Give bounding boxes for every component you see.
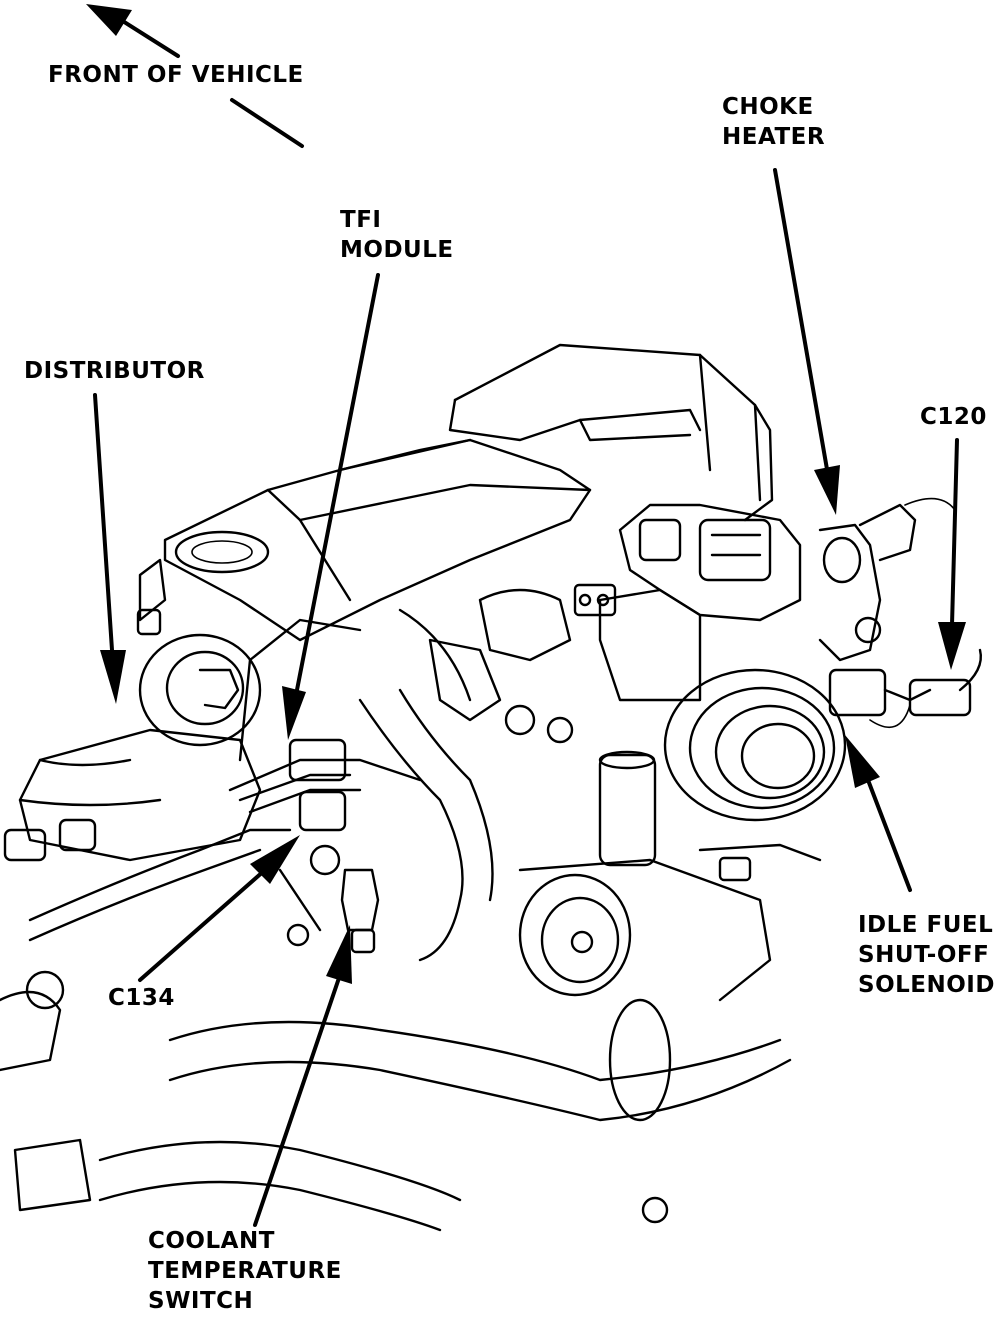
valve-cover <box>136 438 592 642</box>
arrow-up-left-icon <box>86 4 304 148</box>
distributor <box>3 633 262 862</box>
coolant-switch-body <box>278 844 380 954</box>
label-distributor: DISTRIBUTOR <box>24 358 205 384</box>
label-choke-heater: CHOKE HEATER <box>722 94 826 150</box>
label-coolant-temperature-switch: COOLANT TEMPERATURE SWITCH <box>148 1228 342 1314</box>
label-tfi-module: TFI MODULE <box>340 207 454 263</box>
water-pump-pulley <box>518 858 772 1122</box>
label-idle-fuel-shut-off-solenoid: IDLE FUEL SHUT-OFF SOLENOID <box>858 912 995 998</box>
carburetor <box>573 497 956 702</box>
label-c120: C120 <box>920 404 987 430</box>
air-cleaner <box>448 343 774 522</box>
engine-block-misc <box>0 588 669 1224</box>
label-front-of-vehicle: FRONT OF VEHICLE <box>48 62 304 88</box>
label-c134: C134 <box>108 985 175 1011</box>
wiring-harness <box>28 738 422 942</box>
fan-pulley <box>663 668 847 822</box>
idle-solenoid-connector <box>828 648 982 729</box>
thermostat-housing <box>598 750 822 882</box>
callout-arrow-icon <box>93 168 966 1227</box>
hoses <box>98 608 792 1232</box>
